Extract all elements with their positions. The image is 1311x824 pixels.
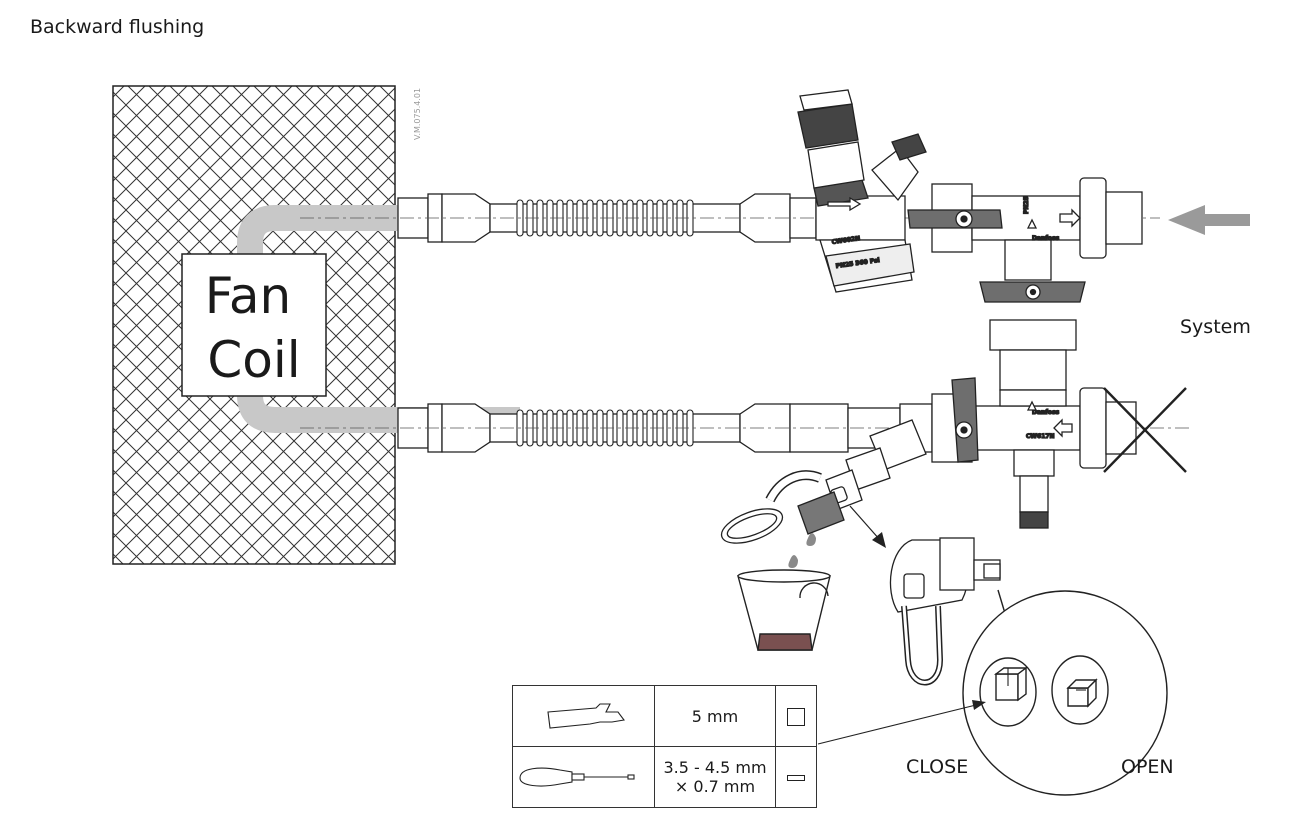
detail-arrow [849, 505, 886, 548]
upper-tee-valve: PN25 Danfoss [907, 177, 1143, 391]
size-cell: 3.5 - 4.5 mm × 0.7 mm [654, 746, 776, 808]
fan-coil-label-box: Fan Coil [181, 253, 327, 397]
table-row: 5 mm [512, 685, 817, 747]
size-cell: 5 mm [654, 685, 776, 747]
hex-key-cell [512, 685, 655, 747]
open-position-icon [1066, 678, 1098, 708]
leader-line [817, 700, 986, 745]
page-title: Backward flushing [30, 16, 205, 38]
fan-coil-line2: Coil [207, 331, 300, 389]
table-row: 3.5 - 4.5 mm × 0.7 mm [512, 746, 817, 808]
system-label: System [1180, 316, 1251, 338]
slot-symbol-icon [787, 775, 805, 781]
close-label: CLOSE [906, 756, 969, 778]
tee-brand-1: Danfoss [1032, 235, 1060, 242]
lower-tee-valve: CW617N Danfoss [899, 377, 1137, 529]
balancing-valve: CW602N PN25 360 Psi [797, 89, 927, 293]
close-position-icon [993, 666, 1029, 702]
tee-brand-2: Danfoss [1032, 409, 1060, 416]
closed-cross-icon [1103, 387, 1187, 473]
lower-hose [397, 403, 901, 453]
open-label: OPEN [1121, 756, 1174, 778]
size-line-1: 3.5 - 4.5 mm [663, 758, 767, 777]
tee-mark-2: CW617N [1026, 433, 1055, 440]
fan-coil-line1: Fan [205, 267, 292, 325]
flow-arrow-icon [1168, 205, 1250, 235]
zoom-circle [962, 589, 1168, 796]
tee-mark-1: PN25 [1023, 196, 1030, 214]
bucket-icon [737, 569, 831, 651]
screwdriver-cell [512, 746, 655, 808]
square-symbol-icon [787, 707, 805, 726]
drain-valve [720, 419, 927, 544]
tool-table: 5 mm 3.5 - 4.5 mm × 0.7 mm [512, 685, 817, 808]
drain-valve-detail [889, 537, 1001, 686]
slot-symbol-cell [775, 746, 817, 808]
supply-pipe-shadow [237, 205, 520, 262]
drawing-code: V.M.075.4.01 [413, 88, 422, 140]
square-symbol-cell [775, 685, 817, 747]
size-line-2: × 0.7 mm [674, 777, 756, 796]
